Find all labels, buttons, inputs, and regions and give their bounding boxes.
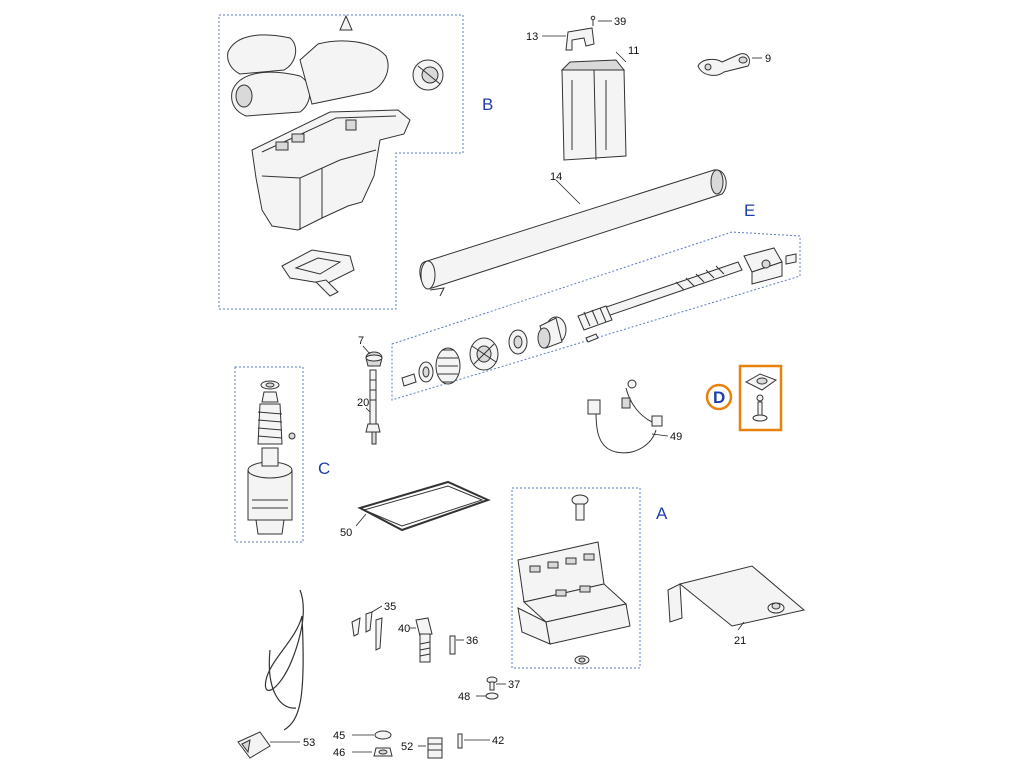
part-number-13: 13 bbox=[526, 31, 538, 43]
group-label-d: D bbox=[713, 388, 725, 407]
screws-35 bbox=[351, 611, 383, 651]
part-number-50: 50 bbox=[340, 527, 352, 539]
gasket-seal bbox=[357, 480, 491, 532]
release-lever bbox=[281, 249, 355, 297]
group-d-marker bbox=[705, 383, 733, 411]
worm-gear bbox=[257, 403, 283, 445]
gear-housing bbox=[469, 337, 499, 371]
group-label-c: C bbox=[318, 459, 330, 478]
battery-clip bbox=[565, 27, 595, 51]
group-b-housing bbox=[218, 14, 464, 310]
part-number-9: 9 bbox=[765, 53, 771, 65]
part-number-14: 14 bbox=[550, 171, 562, 183]
screw-36 bbox=[449, 635, 456, 655]
part-number-46: 46 bbox=[333, 747, 345, 759]
part-number-42: 42 bbox=[492, 735, 504, 747]
small-pin-e bbox=[585, 333, 599, 343]
screw-37 bbox=[486, 676, 498, 691]
part-number-37: 37 bbox=[508, 679, 520, 691]
part-number-11: 11 bbox=[628, 45, 639, 57]
group-d-bracket-screw bbox=[738, 364, 783, 432]
small-ring bbox=[418, 361, 434, 383]
group-c-motor bbox=[234, 366, 304, 543]
wiring-harness bbox=[587, 379, 663, 454]
end-block bbox=[743, 247, 797, 285]
release-key bbox=[697, 53, 751, 76]
motor-top-bearing bbox=[260, 380, 280, 403]
encoder-cap bbox=[365, 351, 383, 367]
group-e-screw-assembly bbox=[391, 231, 801, 401]
part-number-48: 48 bbox=[458, 691, 470, 703]
part-number-53: 53 bbox=[303, 737, 315, 749]
outer-tube bbox=[419, 169, 727, 297]
group-label-e: E bbox=[744, 201, 755, 220]
part-number-49: 49 bbox=[670, 431, 682, 443]
part-number-7: 7 bbox=[358, 335, 364, 347]
part-number-20: 20 bbox=[357, 397, 369, 409]
pin bbox=[401, 373, 417, 387]
bolt-40 bbox=[415, 617, 433, 663]
nut-46 bbox=[373, 747, 393, 757]
part-number-39: 39 bbox=[614, 16, 626, 28]
housing-base bbox=[251, 109, 411, 231]
screw-42 bbox=[457, 733, 463, 749]
fitting-52 bbox=[427, 737, 443, 759]
group-label-a: A bbox=[656, 504, 668, 523]
group-a-mounting-bracket bbox=[511, 487, 641, 669]
part-number-35: 35 bbox=[384, 601, 396, 613]
washer-45 bbox=[374, 730, 392, 740]
washer-ring bbox=[508, 329, 528, 355]
bracket-nut bbox=[574, 655, 590, 665]
battery-pack bbox=[560, 59, 627, 161]
part-number-45: 45 bbox=[333, 730, 345, 742]
part-number-40: 40 bbox=[398, 623, 410, 635]
spring-nut bbox=[577, 305, 613, 331]
group-label-b: B bbox=[482, 95, 493, 114]
gear-wheel bbox=[435, 347, 461, 385]
motor-body bbox=[247, 447, 293, 535]
housing-top-cover bbox=[227, 14, 389, 117]
part-number-21: 21 bbox=[734, 635, 746, 647]
part-number-52: 52 bbox=[401, 741, 413, 753]
bracket-plate bbox=[517, 541, 631, 645]
power-cable bbox=[237, 589, 304, 759]
bracket-bolt bbox=[571, 494, 589, 521]
bearing-cylinder bbox=[537, 316, 567, 349]
encoder-shaft bbox=[365, 369, 381, 445]
part-number-36: 36 bbox=[466, 635, 478, 647]
small-screw-39 bbox=[590, 15, 596, 26]
round-connector-part bbox=[412, 59, 444, 91]
washer-48 bbox=[485, 692, 499, 700]
angle-bracket bbox=[667, 565, 806, 627]
motor-small-part bbox=[288, 432, 296, 440]
